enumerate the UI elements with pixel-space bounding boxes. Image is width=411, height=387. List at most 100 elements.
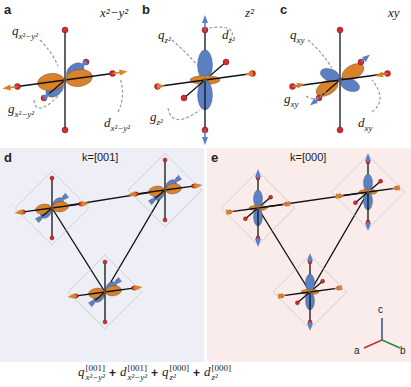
axis-b xyxy=(382,340,400,348)
arrow-head xyxy=(365,223,371,231)
formula-term: d[000]z² xyxy=(204,364,231,383)
oxygen-atom xyxy=(50,236,54,240)
oxygen-atom xyxy=(103,260,107,264)
arrow-head xyxy=(255,169,261,177)
arrow-head xyxy=(174,175,182,182)
arrow-head xyxy=(307,253,313,261)
unit-cell-outline xyxy=(68,255,142,329)
metal-atom xyxy=(367,191,370,194)
arrow-head xyxy=(226,209,234,215)
charge-label: qxy xyxy=(290,28,305,45)
leader-curve xyxy=(168,108,200,120)
charge-label: qx²−y² xyxy=(12,24,38,41)
bond xyxy=(51,178,52,208)
arrow-head xyxy=(119,70,127,76)
bond xyxy=(339,30,340,80)
arrow-head xyxy=(392,185,400,191)
unit-cell-outline xyxy=(128,153,202,227)
arrow-head xyxy=(202,15,208,23)
unit-cell-outline xyxy=(15,171,89,245)
axis-a xyxy=(364,340,382,348)
bond xyxy=(297,292,310,303)
arrow-head xyxy=(61,193,69,200)
formula-term: + xyxy=(193,367,200,379)
dipole-label: gz² xyxy=(150,110,163,127)
bond xyxy=(339,80,340,130)
bond xyxy=(309,292,310,322)
triangle-link xyxy=(258,192,368,292)
formula-row: q[001]x²−y²+d[001]x²−y²+q[000]z²+d[000]z… xyxy=(78,364,231,383)
arrow-head xyxy=(334,285,342,291)
arrow-head xyxy=(15,209,23,215)
bond xyxy=(164,190,165,220)
arrow-head xyxy=(255,239,261,247)
leader-curve xyxy=(40,40,58,66)
formula-term: q[001]x²−y² xyxy=(78,364,105,383)
arrow-head xyxy=(307,323,313,331)
oxygen-atom xyxy=(62,27,68,33)
gradient-label: dz² xyxy=(222,28,235,45)
arrow-head xyxy=(3,84,11,90)
formula-term: d[001]x²−y² xyxy=(120,364,147,383)
panel-letter: b xyxy=(142,3,150,16)
dipole-label: dx²−y² xyxy=(104,116,130,133)
metal-atom xyxy=(309,291,312,294)
metal-atom xyxy=(51,207,54,210)
panel-ground xyxy=(0,148,204,362)
arrow-head xyxy=(202,137,208,145)
arrow-head xyxy=(128,191,136,197)
leader-curve xyxy=(308,40,332,68)
bond xyxy=(257,208,258,238)
arrow-head xyxy=(148,198,156,205)
bond xyxy=(52,204,81,208)
arrow-head xyxy=(278,293,286,299)
charge-label: qz² xyxy=(158,28,171,45)
arrow-head xyxy=(336,193,344,199)
metal-atom xyxy=(104,291,107,294)
panel-ground xyxy=(207,148,411,362)
axis-c xyxy=(381,318,383,340)
metal-atom xyxy=(63,78,67,82)
arrow-head xyxy=(362,55,370,62)
leader-curve xyxy=(118,78,123,112)
metal-atom xyxy=(164,189,167,192)
oxygen-atom xyxy=(295,301,299,305)
bond xyxy=(64,30,65,80)
arrow-head xyxy=(68,293,76,299)
bond xyxy=(64,80,65,130)
oxygen-atom xyxy=(103,320,107,324)
bond xyxy=(65,74,113,81)
oxygen-atom xyxy=(337,127,343,133)
arrow-head xyxy=(375,71,383,77)
leader-curve xyxy=(306,88,328,99)
leader-curve xyxy=(34,96,58,108)
arrow-head xyxy=(194,183,202,189)
unit-cell-outline xyxy=(221,171,295,245)
oxygen-atom xyxy=(353,201,357,205)
leader-curve xyxy=(172,40,198,66)
metal-atom xyxy=(338,78,342,82)
oxygen-atom xyxy=(50,176,54,180)
oxygen-atom xyxy=(223,59,229,65)
bond xyxy=(184,80,205,98)
panel-letter: a xyxy=(4,3,11,16)
axis-label: a xyxy=(354,346,360,356)
oxygen-atom xyxy=(379,179,383,183)
bond xyxy=(104,292,105,322)
arrow-head xyxy=(35,216,43,223)
bond xyxy=(104,262,105,292)
bond xyxy=(51,208,52,238)
orbital-name: z² xyxy=(245,6,254,19)
gradient-label: gxy xyxy=(284,92,299,109)
bond xyxy=(204,80,205,130)
oxygen-atom xyxy=(321,279,325,283)
orbital-name: xy xyxy=(388,6,400,19)
leader-curve xyxy=(372,80,380,112)
arrow-head xyxy=(310,98,318,105)
triangle-link xyxy=(52,190,165,292)
unit-cell-outline xyxy=(331,155,405,229)
gradient-label: gx²−y² xyxy=(8,102,34,119)
arrow-head xyxy=(81,201,89,207)
axis-label: c xyxy=(378,305,383,315)
arrow-head xyxy=(88,300,96,307)
